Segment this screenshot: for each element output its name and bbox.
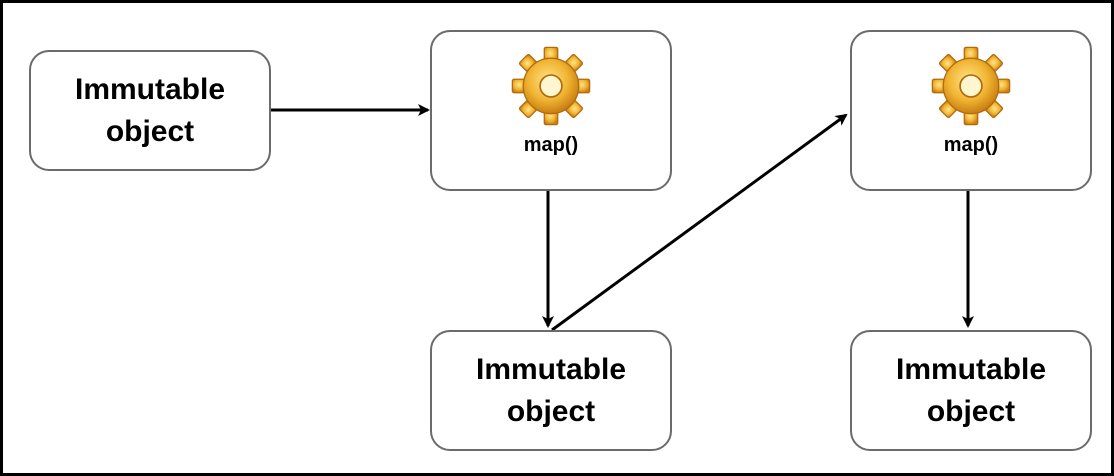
gear-icon xyxy=(931,46,1011,126)
result-object-2-label: Immutable object xyxy=(895,352,1047,428)
arrow-result-1-to-map-2 xyxy=(551,113,848,332)
gear-icon xyxy=(511,46,591,126)
result-object-1-label: Immutable object xyxy=(475,352,627,428)
map-1-label: map() xyxy=(523,134,579,156)
map-node-1: map() xyxy=(430,30,672,191)
source-object-node: Immutable object xyxy=(29,50,271,171)
map-2-label: map() xyxy=(943,134,999,156)
map-node-2: map() xyxy=(850,30,1092,191)
source-object-label: Immutable object xyxy=(74,72,226,148)
result-object-node-1: Immutable object xyxy=(430,330,672,451)
result-object-node-2: Immutable object xyxy=(850,330,1092,451)
connector-layer xyxy=(271,104,974,332)
